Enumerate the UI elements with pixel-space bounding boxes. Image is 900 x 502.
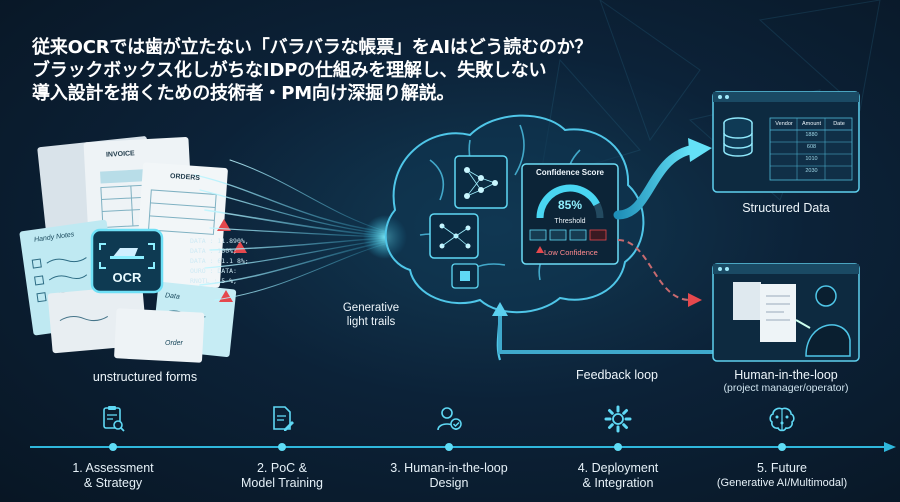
timeline-stage-line: 3. Human-in-the-loop xyxy=(390,461,508,475)
timeline-dot xyxy=(445,443,453,451)
neural-network-icon xyxy=(429,213,479,259)
timeline-stage-line: 1. Assessment xyxy=(72,461,154,475)
gear-icon xyxy=(604,405,632,433)
timeline-stage-line: 4. Deployment xyxy=(577,461,659,475)
timeline-stage-label: 1. Assessment& Strategy xyxy=(38,461,188,491)
data-lines: DATA : 11.890%, DATA : 100%; DATA : 61.1… xyxy=(190,236,249,286)
document-edit-icon xyxy=(268,405,296,433)
timeline-dot xyxy=(109,443,117,451)
person-check-icon xyxy=(435,405,463,433)
table-header: Vendor xyxy=(775,121,793,127)
table-cell: 2030 xyxy=(805,168,818,174)
data-line: DATA : 11.890%, xyxy=(190,237,249,245)
headline-line-3: 導入設計を描くための技術者・PM向け深掘り解説。 xyxy=(32,83,455,104)
low-confidence-label: Low Confidence xyxy=(544,248,598,257)
feedback-loop-label: Feedback loop xyxy=(575,368,658,382)
light-trails-label-line: Generative xyxy=(342,302,400,314)
alert-icon xyxy=(536,246,544,253)
confidence-panel xyxy=(521,163,619,265)
headline: 従来OCRでは歯が立たない「バラバラな帳票」をAIはどう読むのか？ ブラックボッ… xyxy=(32,36,602,105)
table-header: Amount xyxy=(802,121,821,127)
neural-network-icon xyxy=(454,155,508,209)
ocr-label: OCR xyxy=(112,270,142,285)
database-icon xyxy=(723,117,753,157)
human-in-the-loop-label: Human-in-the-loop xyxy=(734,368,838,382)
data-line: RNOTL : 5 %, xyxy=(190,277,237,285)
timeline-dot xyxy=(614,443,622,451)
threshold-label: Threshold xyxy=(554,218,586,225)
timeline-stage-line: 2. PoC & xyxy=(256,461,308,475)
confidence-score: 85% xyxy=(557,198,583,212)
structured-data-window xyxy=(712,91,860,193)
timeline-stage-label: 2. PoC &Model Training xyxy=(207,461,357,491)
documents-pile xyxy=(19,136,237,363)
timeline-stage-label: 4. Deployment& Integration xyxy=(543,461,693,491)
person-icon xyxy=(805,285,851,357)
light-trails xyxy=(194,159,386,301)
light-trails-label-line: light trails xyxy=(346,316,396,328)
light-trails-label: Generative light trails xyxy=(326,301,416,329)
data-line: OURO : DATA: xyxy=(190,267,237,275)
timeline-stage-line: 5. Future xyxy=(756,461,808,475)
timeline-stage-line: Design xyxy=(429,476,469,490)
timeline xyxy=(30,442,896,452)
table-header: Date xyxy=(833,121,845,127)
unstructured-forms-label: unstructured forms xyxy=(92,370,198,384)
timeline-stage-label: 5. Future (Generative AI/Multimodal) xyxy=(707,461,857,491)
clipboard-search-icon xyxy=(99,405,127,433)
ocr-scanner-icon xyxy=(90,228,164,294)
brain-icon xyxy=(768,405,796,433)
table-cell: 1010 xyxy=(805,156,818,162)
structured-data-label: Structured Data xyxy=(742,201,830,215)
data-line: DATA : 61.1 8%; xyxy=(190,257,249,265)
review-document xyxy=(760,284,796,342)
order-note-label: Order xyxy=(165,340,183,347)
table-cell: 608 xyxy=(806,144,817,150)
table-cell: 1880 xyxy=(805,132,818,138)
confidence-title: Confidence Score xyxy=(535,168,604,177)
timeline-dots xyxy=(109,443,786,451)
timeline-stage-line: & Integration xyxy=(582,476,654,490)
invoice-label: INVOICE xyxy=(105,150,135,159)
headline-line-1: 従来OCRでは歯が立たない「バラバラな帳票」をAIはどう読むのか？ xyxy=(32,37,593,58)
human-in-the-loop-sub: (project manager/operator) xyxy=(723,382,849,394)
timeline-stage-line: Model Training xyxy=(241,476,323,490)
gauge-fill xyxy=(536,184,600,219)
data-note-label: Data xyxy=(164,292,181,301)
human-review-window xyxy=(712,263,860,362)
timeline-dot xyxy=(278,443,286,451)
chip-icon xyxy=(451,263,479,289)
timeline-stage-line: (Generative AI/Multimodal) xyxy=(716,477,848,489)
headline-line-2: ブラックボックス化しがちなIDPの仕組みを理解し、失敗しない xyxy=(32,60,547,81)
timeline-stage-line: & Strategy xyxy=(83,476,143,490)
timeline-dot xyxy=(778,443,786,451)
data-line: DATA : 100%; xyxy=(190,247,237,255)
